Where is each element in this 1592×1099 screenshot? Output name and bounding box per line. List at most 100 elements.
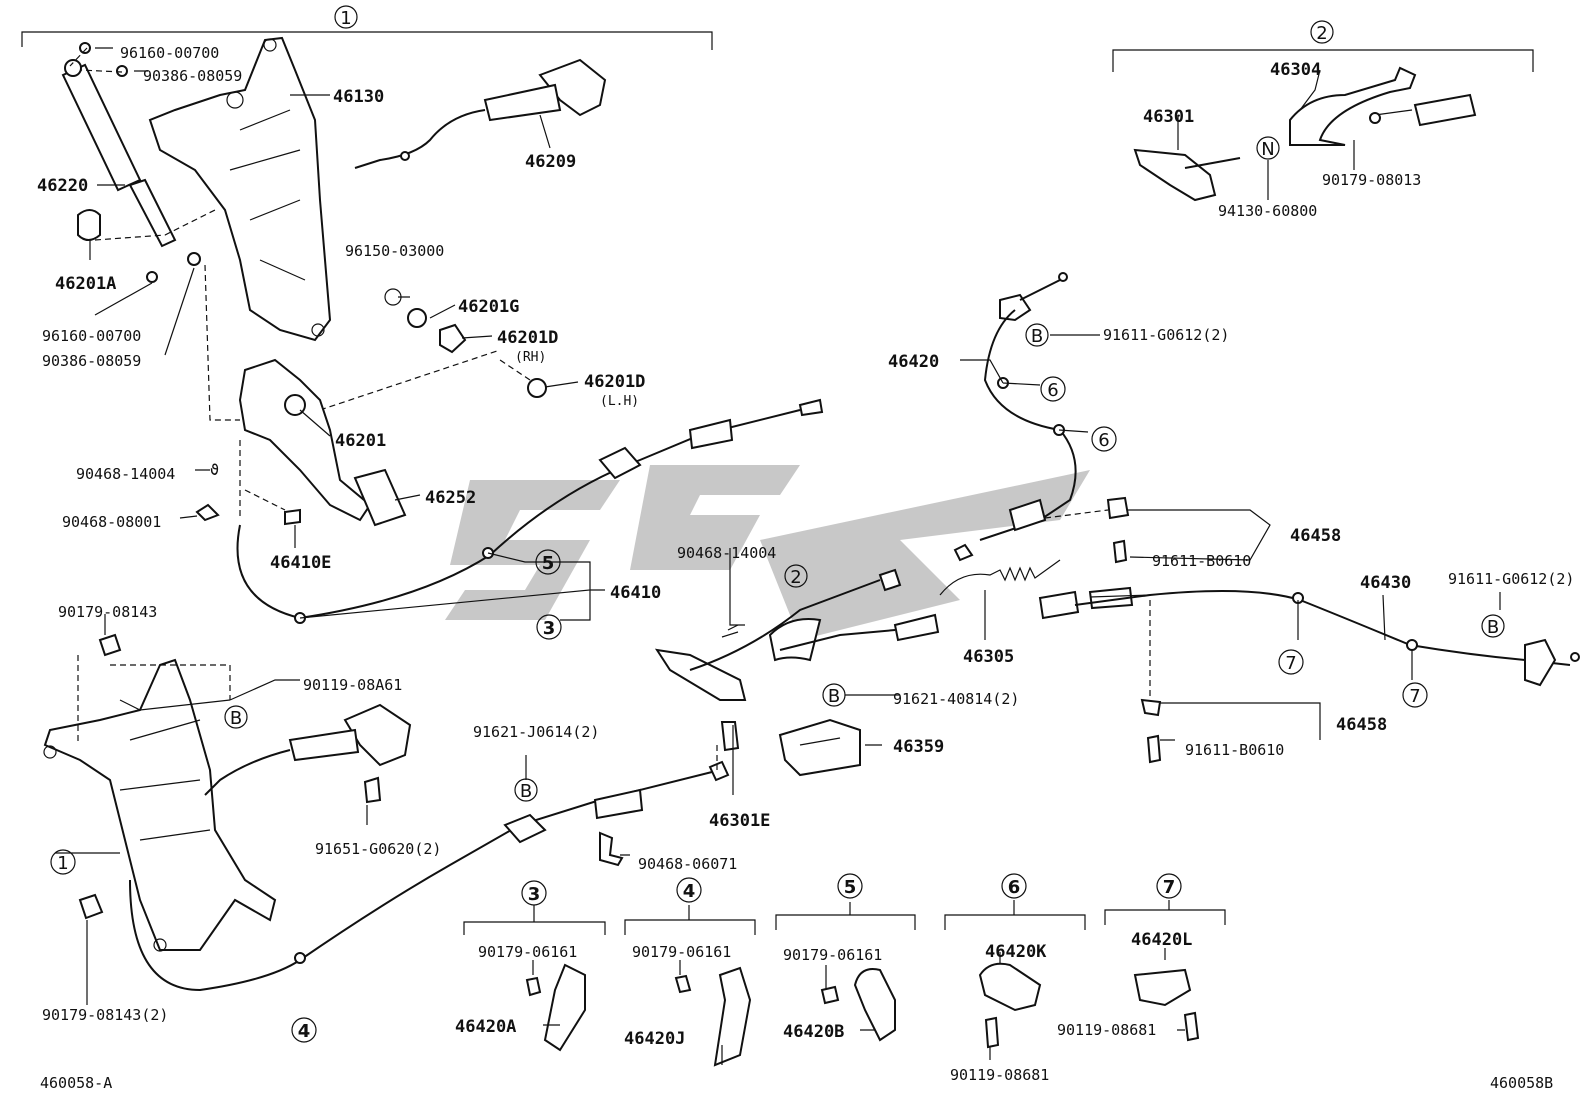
label-46209: 46209 bbox=[525, 152, 576, 172]
bolt-91611-B0610-b-icon bbox=[1146, 734, 1162, 764]
bolt-91651-icon bbox=[363, 776, 382, 804]
callout-B-3: B bbox=[828, 686, 840, 707]
label-g6-46420K: 46420K bbox=[985, 942, 1047, 962]
label-46430: 46430 bbox=[1360, 573, 1411, 593]
label-46410E: 46410E bbox=[270, 553, 331, 573]
callout-B-marks: B B B B B bbox=[224, 323, 1505, 802]
callout-1-top: 1 bbox=[340, 8, 351, 29]
callout-4: 4 bbox=[298, 1021, 311, 1042]
label-90468-14004-a: 90468-14004 bbox=[76, 465, 175, 483]
label-46201D-rh: 46201D bbox=[497, 328, 558, 348]
nut-96160-icon bbox=[79, 42, 91, 54]
label-g4-46420J: 46420J bbox=[624, 1029, 685, 1049]
label-46420: 46420 bbox=[888, 352, 939, 372]
nut-96160-b-icon bbox=[146, 271, 158, 283]
clamp-46458-b-icon bbox=[1140, 698, 1162, 717]
label-g7-46420L: 46420L bbox=[1131, 930, 1192, 950]
callout-group-6: 6 bbox=[1008, 877, 1021, 898]
bushing-46201D-lh-icon bbox=[527, 378, 547, 398]
callout-B-4: B bbox=[230, 708, 242, 729]
cable-46430 bbox=[1038, 586, 1580, 687]
label-46220: 46220 bbox=[37, 176, 88, 196]
label-91621-40814: 91621-40814(2) bbox=[893, 690, 1019, 708]
label-90468-08001: 90468-08001 bbox=[62, 513, 161, 531]
detail-group-3 bbox=[463, 905, 606, 1052]
group-bracket-2: 2 bbox=[1112, 20, 1534, 72]
label-g6-90119-08681: 90119-08681 bbox=[950, 1066, 1049, 1084]
detail-group-6 bbox=[944, 900, 1086, 1049]
spring-46305-icon bbox=[939, 559, 1061, 596]
number-callouts: 1 5 3 4 6 6 7 7 3 4 5 6 7 bbox=[50, 376, 1428, 1043]
label-91611-G0612-b: 91611-G0612(2) bbox=[1448, 570, 1574, 588]
nut-90179-08143-b-icon bbox=[78, 893, 104, 920]
callout-1-left: 1 bbox=[57, 853, 68, 874]
pad-46252-icon bbox=[353, 468, 407, 527]
pin-46410E-icon bbox=[284, 508, 301, 526]
label-90468-14004-b: 90468-14004 bbox=[677, 544, 776, 562]
callout-B-5: B bbox=[520, 781, 532, 802]
label-g7-90119-08681: 90119-08681 bbox=[1057, 1021, 1156, 1039]
label-91651-G0620: 91651-G0620(2) bbox=[315, 840, 441, 858]
label-46304: 46304 bbox=[1270, 60, 1321, 80]
label-91611-B0610-a: 91611-B0610 bbox=[1152, 552, 1251, 570]
label-46130: 46130 bbox=[333, 87, 384, 107]
label-46301E: 46301E bbox=[709, 811, 770, 831]
label-rh: (RH) bbox=[515, 350, 546, 365]
bushing-46201G-icon bbox=[407, 308, 427, 328]
cable-46209 bbox=[354, 58, 607, 169]
callout-N: N bbox=[1261, 139, 1274, 160]
bracket-46359-icon bbox=[778, 718, 861, 777]
label-91621-J0614: 91621-J0614(2) bbox=[473, 723, 599, 741]
cable-lower-front bbox=[204, 703, 412, 796]
label-46252: 46252 bbox=[425, 488, 476, 508]
label-46301: 46301 bbox=[1143, 107, 1194, 127]
clip-90468-14004-b-icon bbox=[721, 624, 739, 638]
leader-lines bbox=[55, 47, 1501, 1065]
callout-group-3: 3 bbox=[528, 884, 541, 905]
pedal-bracket-lower bbox=[43, 658, 277, 952]
callout-B-2: B bbox=[1487, 617, 1499, 638]
label-46201G: 46201G bbox=[458, 297, 519, 317]
label-90386-08059-a: 90386-08059 bbox=[143, 67, 242, 85]
callout-6-a: 6 bbox=[1047, 380, 1058, 401]
label-91611-G0612-a: 91611-G0612(2) bbox=[1103, 326, 1229, 344]
callout-7-a: 7 bbox=[1285, 653, 1296, 674]
label-46305: 46305 bbox=[963, 647, 1014, 667]
callout-2-mid: 2 bbox=[790, 567, 801, 588]
part-labels: 96160-00700 90386-08059 46130 46220 4620… bbox=[37, 44, 1574, 1092]
nut-90179-08143-icon bbox=[98, 633, 122, 657]
cable-lower-rear bbox=[129, 760, 730, 992]
label-g4-90179-06161: 90179-06161 bbox=[632, 943, 731, 961]
watermark-logo bbox=[445, 465, 1090, 640]
label-g3-46420A: 46420A bbox=[455, 1017, 516, 1037]
strut-46304 bbox=[1289, 66, 1477, 146]
label-90179-08143-a: 90179-08143 bbox=[58, 603, 157, 621]
label-96160-00700-b: 96160-00700 bbox=[42, 327, 141, 345]
damper-strut bbox=[61, 59, 177, 248]
bushing-46201A-icon bbox=[77, 209, 101, 241]
collar-90386-icon bbox=[116, 65, 128, 77]
lever-assembly-middle bbox=[654, 568, 940, 701]
group-bracket-1: 1 bbox=[21, 5, 713, 50]
clamp-46458-a-icon bbox=[1106, 496, 1130, 520]
label-g3-90179-06161: 90179-06161 bbox=[478, 943, 577, 961]
figure-code-left: 460058-A bbox=[40, 1074, 112, 1092]
label-91611-B0610-b: 91611-B0610 bbox=[1185, 741, 1284, 759]
detail-group-5 bbox=[775, 902, 916, 1042]
callout-2-top: 2 bbox=[1316, 23, 1327, 44]
callout-B-1: B bbox=[1031, 326, 1043, 347]
clip-90468-08001-icon bbox=[195, 503, 220, 522]
label-90119-08A61: 90119-08A61 bbox=[303, 676, 402, 694]
label-g5-46420B: 46420B bbox=[783, 1022, 844, 1042]
pedal-bracket-upper bbox=[148, 36, 332, 342]
pin-46301E-icon bbox=[720, 721, 740, 752]
label-46201A: 46201A bbox=[55, 274, 116, 294]
callout-5: 5 bbox=[542, 553, 555, 574]
callout-6-b: 6 bbox=[1098, 430, 1109, 451]
svg-text:ϑ: ϑ bbox=[210, 461, 219, 479]
callout-3: 3 bbox=[543, 618, 556, 639]
label-90179-08143-b: 90179-08143(2) bbox=[42, 1006, 168, 1024]
label-96150-03000: 96150-03000 bbox=[345, 242, 444, 260]
cable-46410 bbox=[236, 398, 824, 624]
